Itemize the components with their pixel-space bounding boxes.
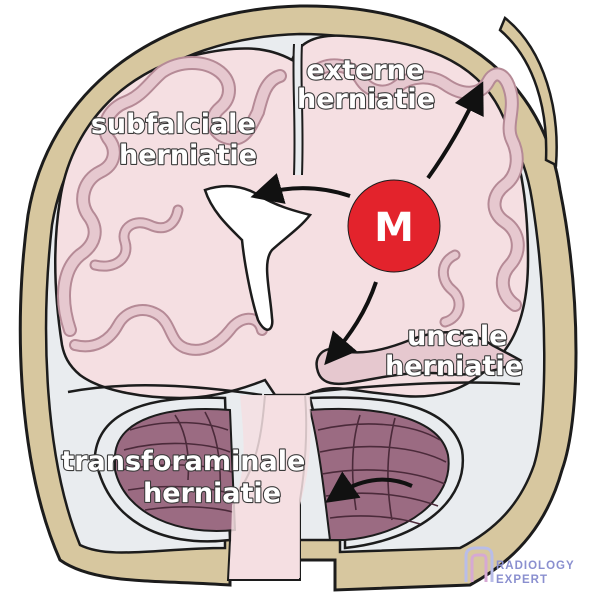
logo-mark-inner-icon <box>470 553 488 582</box>
tentorium <box>67 381 521 397</box>
label-externe: externe herniatie <box>297 55 435 115</box>
gyri-right-lower-inner <box>439 251 463 326</box>
falx-outline <box>292 43 304 176</box>
mass-label: M <box>374 205 414 251</box>
arrow-subfalciale <box>250 173 351 204</box>
cerebellum-right <box>308 407 450 541</box>
label-transforaminale: transforaminale herniatie <box>61 446 314 509</box>
radiology-expert-logo: RADIOLOGY EXPERT <box>464 546 575 586</box>
logo-mark-icon <box>464 546 494 582</box>
mass-circle <box>347 179 441 273</box>
arrow-externe <box>426 81 484 180</box>
cerebellum-left-folia <box>121 411 234 513</box>
falx <box>292 43 304 176</box>
logo-text-line2: EXPERT <box>496 574 548 586</box>
gyri-left-inner <box>59 58 285 335</box>
brainstem-column <box>230 395 311 578</box>
logo-text-line1: RADIOLOGY <box>496 560 575 572</box>
gyri-left-mid-inner <box>91 206 182 270</box>
gyri-left-lower-inner <box>71 306 266 354</box>
label-uncale: uncale herniatie <box>385 321 523 382</box>
label-subfalciale: subfalciale herniatie <box>91 109 265 171</box>
cerebellum-right-folia <box>317 414 447 525</box>
arrow-transforaminale <box>325 471 413 503</box>
arrow-uncale <box>324 281 378 366</box>
gyri-right-inner <box>313 60 523 310</box>
dura-shell-right <box>498 15 558 167</box>
